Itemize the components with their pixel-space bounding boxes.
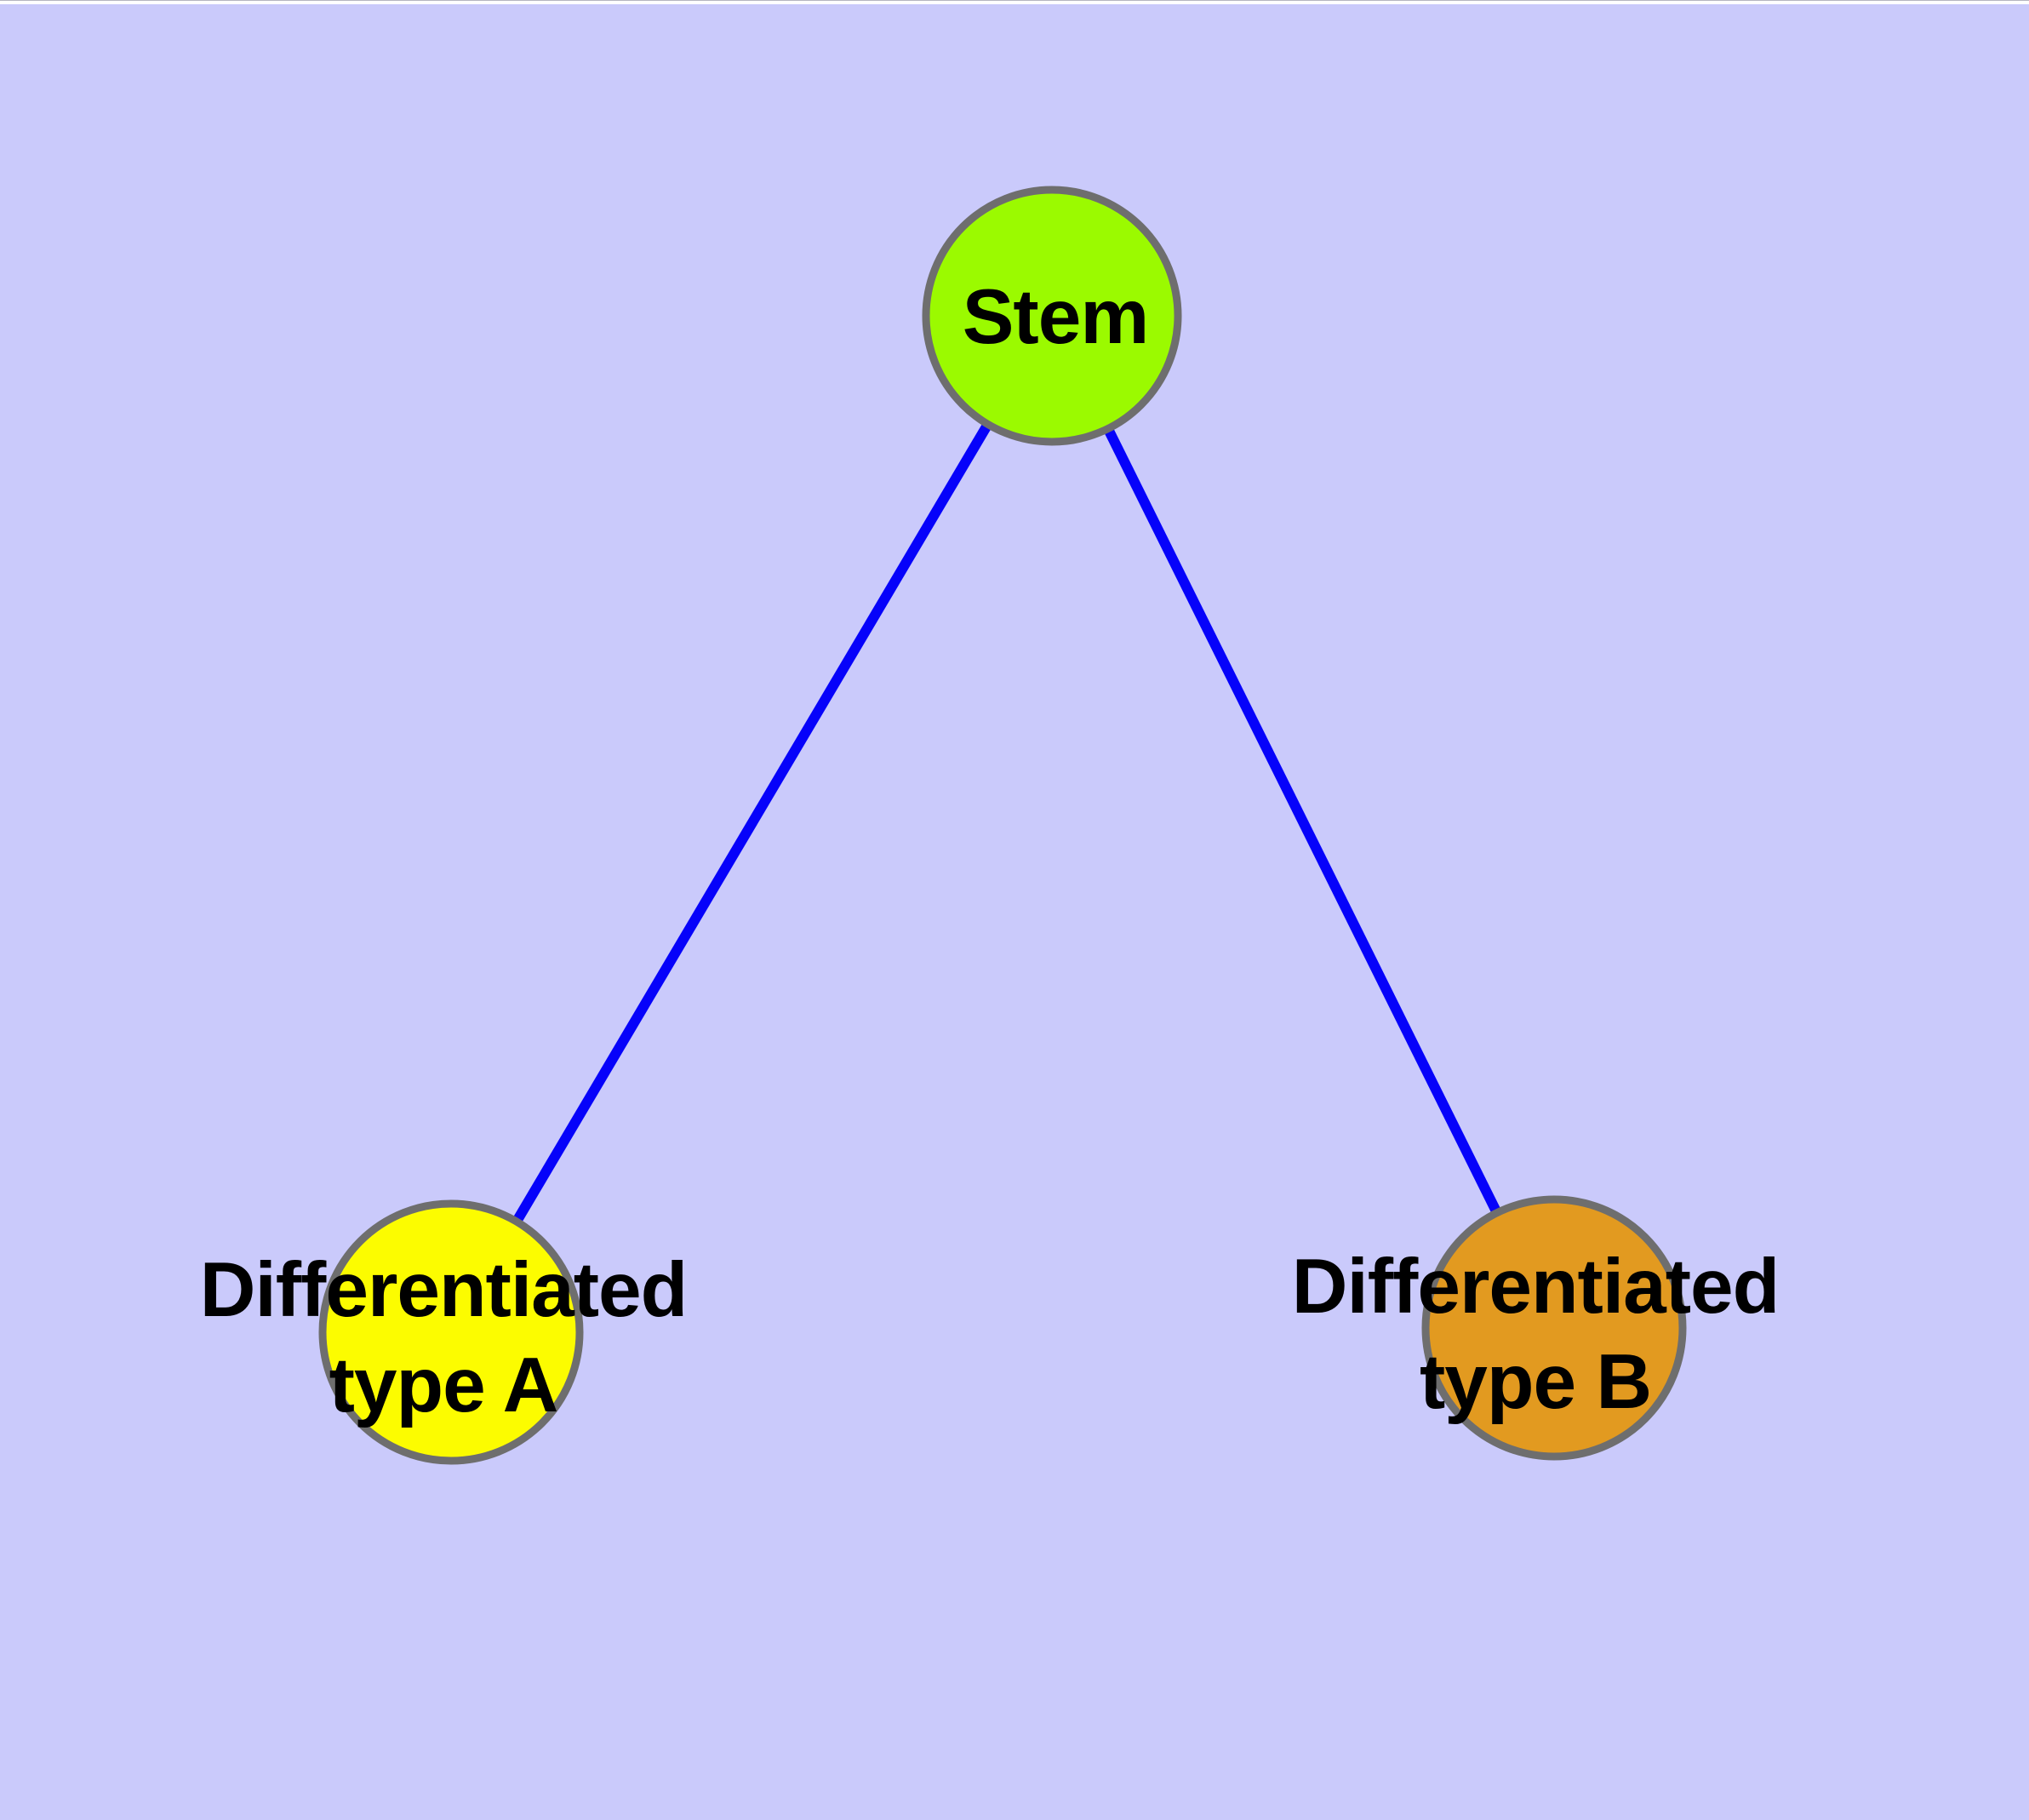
top-border-line (0, 0, 2029, 4)
node-typea-label: Differentiated type A (199, 1247, 689, 1428)
edge-stem-to-typeb (1047, 313, 1559, 1331)
node-stem-label: Stem (962, 274, 1150, 360)
node-stem-circle (922, 186, 1182, 446)
node-typeb-label: Differentiated type B (1291, 1244, 1780, 1425)
node-typeb-circle (1421, 1195, 1687, 1461)
node-typea-circle (318, 1199, 584, 1465)
edge-stem-to-typea (446, 312, 1057, 1336)
